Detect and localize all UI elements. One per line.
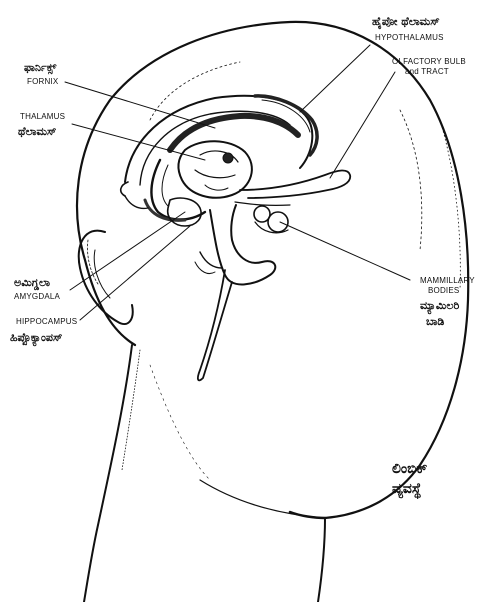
mammillary-right — [268, 212, 288, 232]
thalamus-label-kn: ಥೆಲಾಮಸ್ — [18, 126, 56, 137]
ear-outline — [79, 231, 133, 324]
leader-olfactory — [330, 72, 395, 178]
olfactory-label-line2: and TRACT — [405, 68, 449, 76]
thalamus-label-en: THALAMUS — [20, 113, 65, 121]
brainstem — [210, 205, 275, 284]
amygdala-label-en: AMYGDALA — [14, 293, 60, 301]
leader-amygdala — [70, 212, 185, 290]
hippocampus-label-en: HIPPOCAMPUS — [16, 318, 77, 326]
olfactory-label-line1: OLFACTORY BULB — [392, 58, 466, 66]
leader-mammillary — [280, 222, 410, 280]
amygdala-label-kn: ಅಮಿಗ್ಡಲಾ — [14, 277, 50, 288]
hippocampus-label-kn: ಹಿಪ್ಪೊಕ್ಯಾಂಪಸ್ — [10, 332, 62, 343]
fornix-label-en: FORNIX — [27, 78, 58, 86]
leader-hypothalamus — [300, 45, 370, 112]
hypothalamus-label-en: HYPOTHALAMUS — [375, 34, 444, 42]
caption-line1: ಲಿಂಬಿಕ್ — [392, 462, 427, 476]
fornix-label-kn: ಫಾರ್ನಿಕ್ಸ್ — [24, 62, 56, 73]
mammillary-label-line1: MAMMILLARY — [420, 277, 475, 285]
leader-thalamus — [72, 124, 205, 160]
caption-line2: ವ್ಯವಸ್ಥೆ — [392, 482, 421, 496]
olfactory-tract — [240, 170, 350, 198]
mammillary-label-kn-line1: ಮ್ಯಾಮಿಲರಿ — [420, 300, 459, 311]
hypothalamus-label-kn: ಹೈಪೋ ಥೆಲಾಮಸ್ — [372, 16, 440, 27]
neck-outline — [84, 345, 132, 602]
mammillary-label-kn-line2: ಬಾಡಿ — [426, 316, 444, 327]
mammillary-label-line2: BODIES — [428, 287, 459, 295]
neck-right — [318, 518, 325, 602]
